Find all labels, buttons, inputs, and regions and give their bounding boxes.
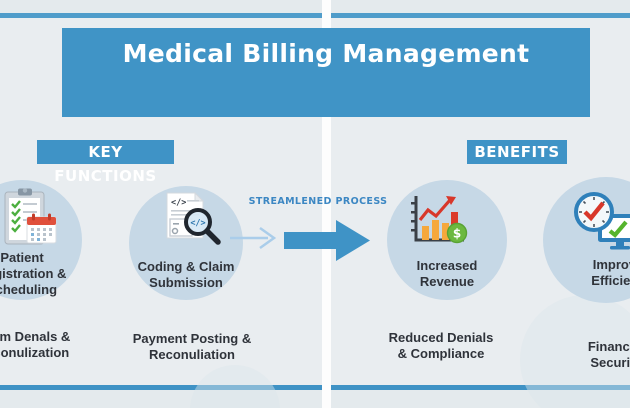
header-banner: Medical Billing Management [62,28,590,117]
revenue-growth-chart-icon: $ [410,192,472,248]
label-claim-denials-reconciliation: Claim Denals & Reconulization [0,329,71,360]
bottom-accent-stripe [0,385,630,390]
bottom-band [0,390,630,408]
label-improved-efficiency: Improved Efficiency [591,257,630,288]
streamlined-process-label: STREAMLENED PROCESS [248,196,388,207]
svg-text:</>: </> [171,198,186,208]
label-patient-registration: Patient Registration & Scheduling [0,250,67,297]
process-arrow-icon [284,216,372,264]
page-title: Medical Billing Management [122,39,530,68]
benefits-badge: BENEFITS [467,140,567,164]
top-band [0,0,630,13]
svg-text:</>: </> [190,219,205,229]
light-arrow-icon [228,226,280,250]
center-divider-line [322,0,331,408]
svg-text:$: $ [453,227,461,241]
code-document-magnifier-icon: </> </> [162,190,226,250]
decorative-blob [190,365,280,408]
label-payment-posting-reconciliation: Payment Posting & Reconuliation [132,331,252,362]
key-functions-badge: KEY FUNCTIONS [37,140,174,185]
decorative-blob [520,295,630,408]
clock-monitor-efficiency-icon [572,190,630,252]
clipboard-calendar-icon [3,187,58,247]
label-financial-security: Financial Security [587,339,630,370]
top-accent-stripe [0,13,630,18]
label-coding-claim-submission: Coding & Claim Submission [137,259,235,290]
label-increased-revenue: Increased Revenue [416,258,478,289]
label-reduced-denials-compliance: Reduced Denials & Compliance [388,330,494,361]
